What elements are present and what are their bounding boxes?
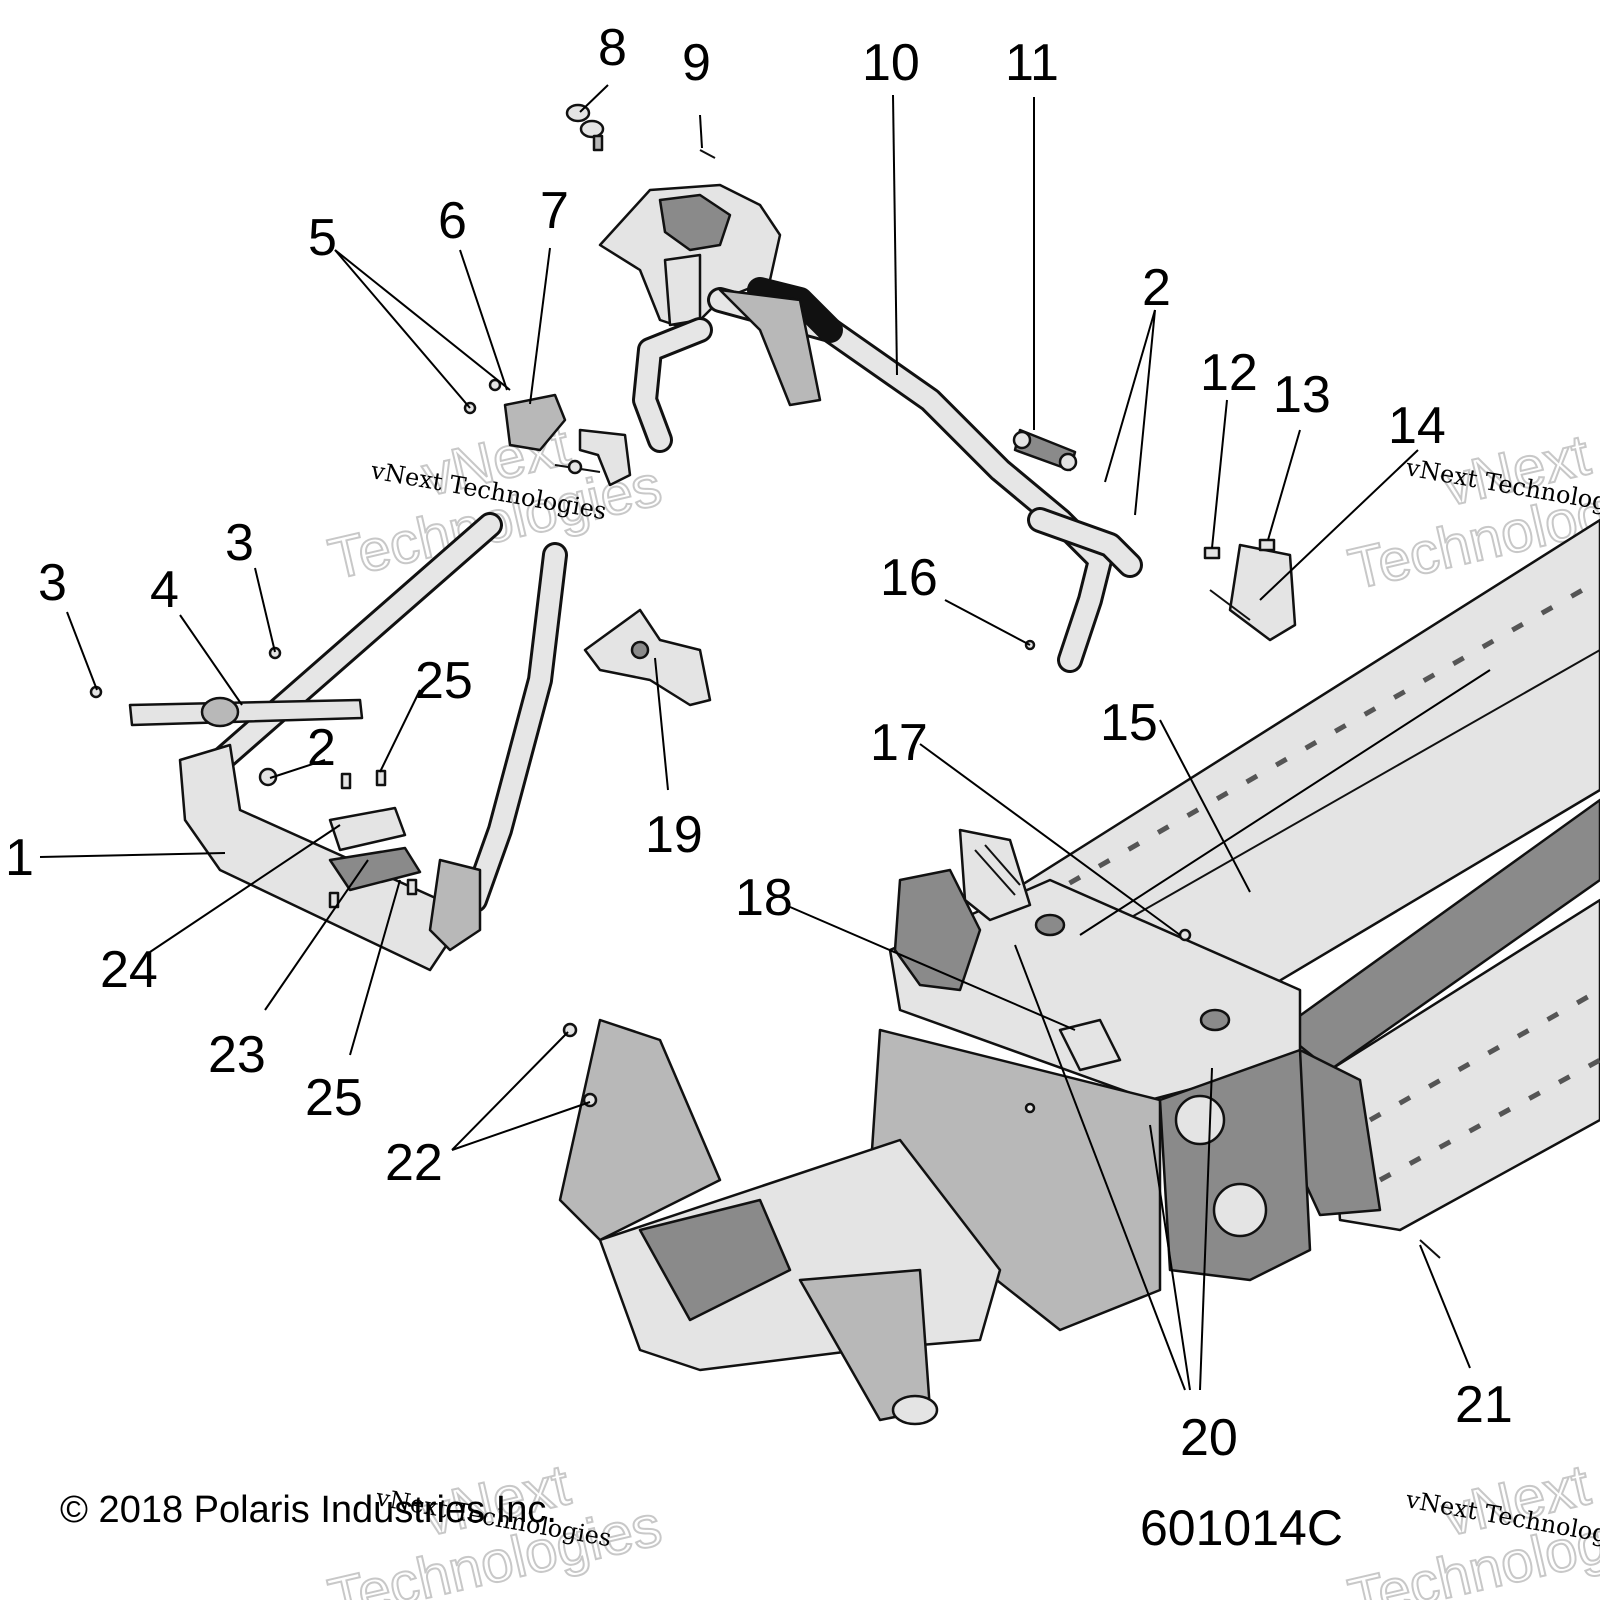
callout-14: 14 [1388,397,1446,455]
part-bracket-right [1203,538,1297,642]
callout-9: 9 [682,34,711,92]
part-link [1012,428,1078,472]
part-mount-plates [328,769,422,909]
callout-2: 2 [1142,259,1171,317]
callout-11: 11 [1005,34,1059,92]
callout-23: 23 [208,1026,266,1084]
callout-16: 16 [880,549,938,607]
part-bracket-cluster [463,378,632,487]
callout-3: 3 [38,554,67,612]
callout-labels: 1 2 2 3 3 4 5 6 7 8 9 10 11 12 13 14 15 … [5,19,1513,1467]
callout-4: 4 [150,561,179,619]
callout-10: 10 [862,34,920,92]
callout-19: 19 [645,806,703,864]
callout-24: 24 [100,941,158,999]
callout-3: 3 [225,514,254,572]
part-tunnel [988,518,1600,1232]
callout-5: 5 [308,209,337,267]
callout-6: 6 [438,192,467,250]
callout-8: 8 [598,19,627,77]
callout-25: 25 [415,652,473,710]
part-steering-frame [598,183,1143,673]
callout-13: 13 [1273,366,1331,424]
callout-15: 15 [1100,694,1158,752]
callout-18: 18 [735,869,793,927]
part-front-frame [89,512,568,972]
callout-21: 21 [1455,1376,1513,1434]
callout-17: 17 [870,714,928,772]
part-bracket [583,608,712,707]
callout-20: 20 [1180,1409,1238,1467]
copyright-text: © 2018 Polaris Industries Inc. [60,1489,557,1531]
diagram-code: 601014C [1140,1500,1343,1556]
callout-25: 25 [305,1069,363,1127]
part-clamp [565,103,716,159]
leader-lines [39,84,1491,1391]
callout-12: 12 [1200,344,1258,402]
callout-1: 1 [5,829,34,887]
callout-2: 2 [307,719,336,777]
part-main-chassis [558,639,1441,1426]
callout-7: 7 [540,182,569,240]
callout-22: 22 [385,1134,443,1192]
